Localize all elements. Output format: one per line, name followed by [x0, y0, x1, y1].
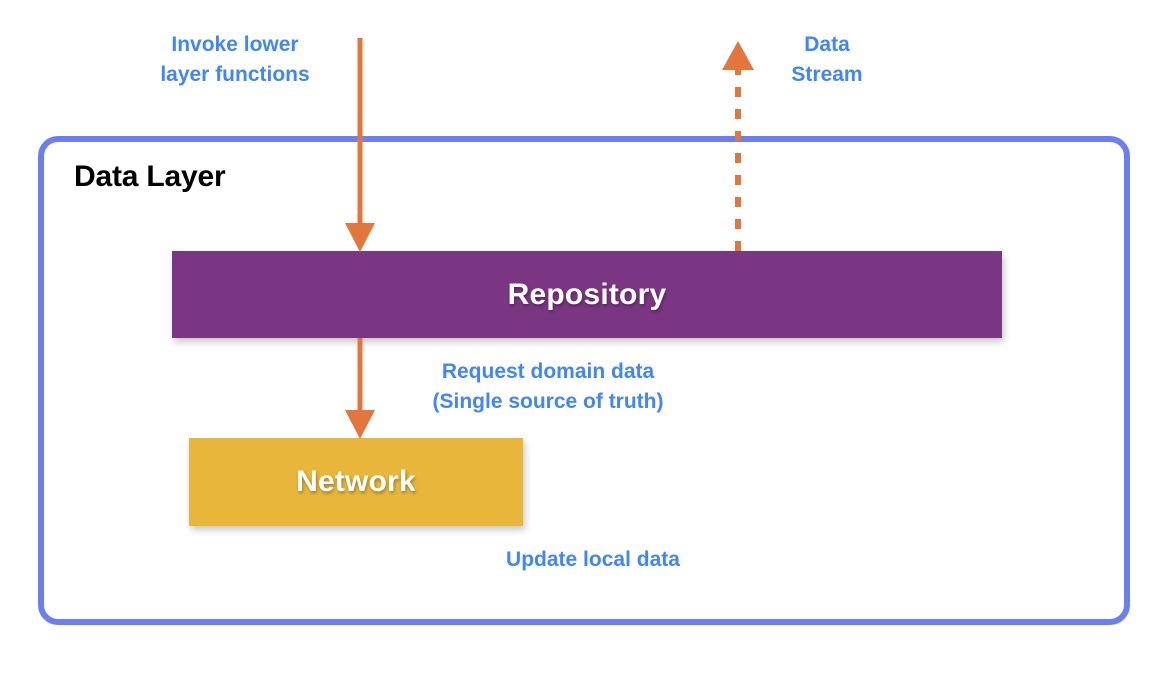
network-block[interactable]: Network	[189, 438, 523, 526]
repository-block[interactable]: Repository	[172, 251, 1002, 338]
data-layer-container	[38, 136, 1130, 625]
note-request-domain-data: Request domain data (Single source of tr…	[432, 360, 664, 414]
network-block-label: Network	[296, 465, 416, 498]
repository-block-label: Repository	[507, 277, 667, 311]
note-invoke-lower-layer-functions: Invoke lower layer functions	[160, 33, 310, 87]
data-layer-title: Data Layer	[74, 160, 226, 193]
note-update-local-data: Update local data	[506, 548, 680, 571]
note-data-stream: Data Stream	[791, 33, 863, 87]
